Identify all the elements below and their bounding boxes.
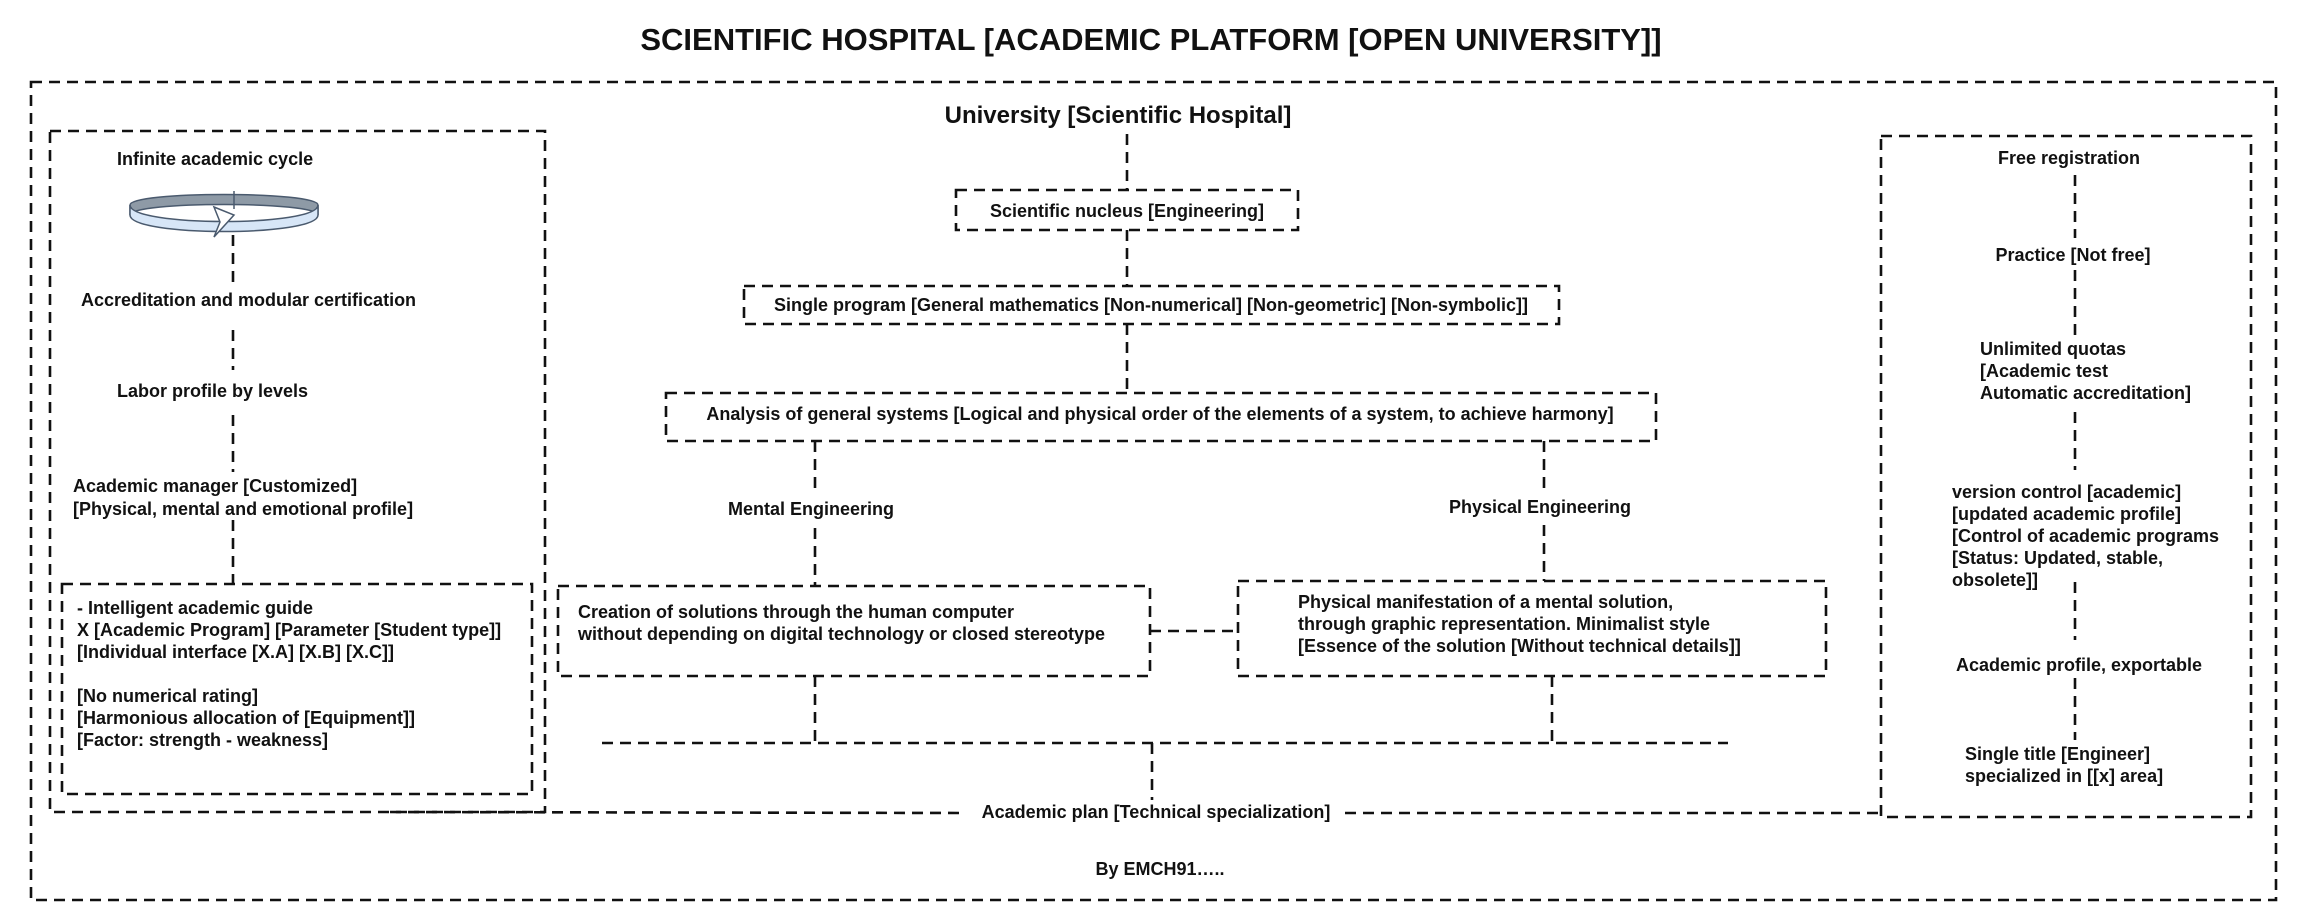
academic-plan-label: Academic plan [Technical specialization] — [975, 801, 1337, 824]
university-heading: University [Scientific Hospital] — [944, 102, 1292, 129]
version-control-line: version control [academic] — [1952, 482, 2182, 502]
mental-box-line: Creation of solutions through the human … — [578, 602, 1014, 622]
version-control-line: [Control of academic programs — [1952, 526, 2220, 546]
diagram-title: SCIENTIFIC HOSPITAL [ACADEMIC PLATFORM [… — [640, 22, 1662, 57]
outer-frame — [29, 80, 2278, 902]
guide-line: [Factor: strength - weakness] — [77, 730, 329, 750]
physical-engineering-label: Physical Engineering — [1442, 496, 1638, 519]
physical-box-line: Physical manifestation of a mental solut… — [1298, 592, 1674, 612]
accreditation-label: Accreditation and modular certification — [81, 290, 417, 310]
circular-arrow-icon — [129, 191, 319, 238]
academic-manager-line1: Academic manager [Customized] — [73, 476, 358, 496]
guide-line: - Intelligent academic guide — [77, 598, 314, 618]
single-program-label: Single program [General mathematics [Non… — [773, 295, 1529, 315]
academic-manager-line2: [Physical, mental and emotional profile] — [73, 499, 414, 519]
quotas-line: Unlimited quotas — [1980, 339, 2127, 359]
analysis-box — [664, 391, 1658, 443]
quotas-line: [Academic test — [1980, 361, 2109, 381]
scientific-nucleus-label: Scientific nucleus [Engineering] — [989, 201, 1265, 221]
guide-line: [No numerical rating] — [77, 686, 259, 706]
analysis-label: Analysis of general systems [Logical and… — [706, 404, 1614, 424]
infinite-cycle-label: Infinite academic cycle — [117, 149, 314, 169]
single-title-line: specialized in [[x] area] — [1965, 766, 2164, 786]
practice-label: Practice [Not free] — [1995, 245, 2151, 265]
guide-line: [Harmonious allocation of [Equipment]] — [77, 708, 415, 728]
physical-box-line: [Essence of the solution [Without techni… — [1298, 636, 1741, 656]
quotas-line: Automatic accreditation] — [1980, 383, 2192, 403]
physical-box — [1236, 579, 1828, 678]
physical-box-line: through graphic representation. Minimali… — [1298, 614, 1711, 634]
author-credit: By EMCH91….. — [1095, 859, 1225, 879]
labor-profile-label: Labor profile by levels — [117, 381, 309, 401]
guide-line: X [Academic Program] [Parameter [Student… — [77, 620, 502, 640]
mental-box-line: without depending on digital technology … — [578, 624, 1106, 644]
version-control-line: obsolete]] — [1952, 570, 2039, 590]
mental-engineering-label: Mental Engineering — [721, 498, 901, 521]
academic-profile-label: Academic profile, exportable — [1955, 655, 2203, 675]
left-column-frame — [48, 129, 547, 814]
single-title-line: Single title [Engineer] — [1965, 744, 2151, 764]
free-registration-label: Free registration — [1997, 148, 2141, 168]
program-box — [742, 284, 1561, 326]
version-control-line: [Status: Updated, stable, — [1952, 548, 2164, 568]
guide-line: [Individual interface [X.A] [X.B] [X.C]] — [77, 642, 395, 662]
right-column-frame — [1879, 134, 2253, 819]
version-control-line: [updated academic profile] — [1952, 504, 2182, 524]
guide-box — [60, 582, 534, 796]
